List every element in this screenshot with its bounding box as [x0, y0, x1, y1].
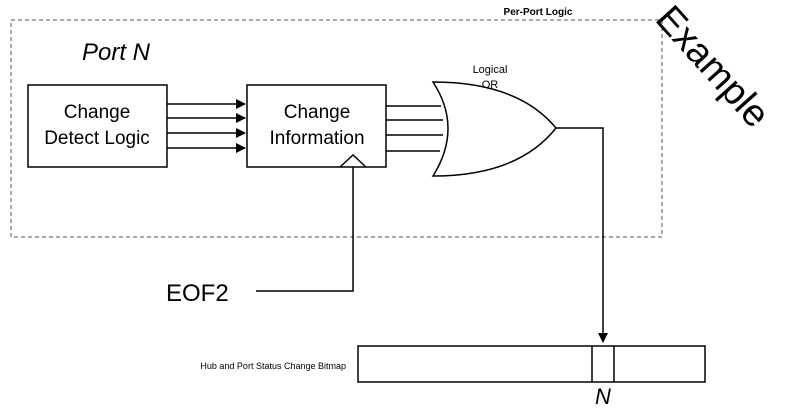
per-port-logic-title: Per-Port Logic [504, 7, 573, 18]
or-gate-inputs [386, 105, 443, 152]
port-n-label: Port N [82, 39, 151, 66]
change-detect-logic-block [27, 84, 168, 168]
bitmap-bit-n-label: N [595, 384, 611, 409]
change-detect-logic-line2: Detect Logic [44, 128, 150, 149]
or-output-line [556, 127, 608, 343]
eof2-label: EOF2 [166, 280, 229, 307]
per-port-logic-boundary [10, 19, 663, 238]
change-information-line1: Change [284, 102, 351, 123]
example-watermark: Example [647, 0, 777, 136]
or-gate-label-line2: OR [482, 79, 499, 91]
eof2-signal-line [256, 167, 354, 292]
bitmap-label: Hub and Port Status Change Bitmap [200, 361, 346, 371]
change-information-block [246, 84, 387, 168]
clock-input-triangle [339, 153, 367, 168]
change-detect-logic-line1: Change [64, 102, 131, 123]
logical-or-gate [431, 81, 557, 177]
change-information-line2: Information [269, 128, 364, 149]
or-gate-label-line1: Logical [473, 64, 508, 76]
status-change-bitmap [357, 345, 706, 383]
change-signal-arrows [167, 99, 246, 153]
